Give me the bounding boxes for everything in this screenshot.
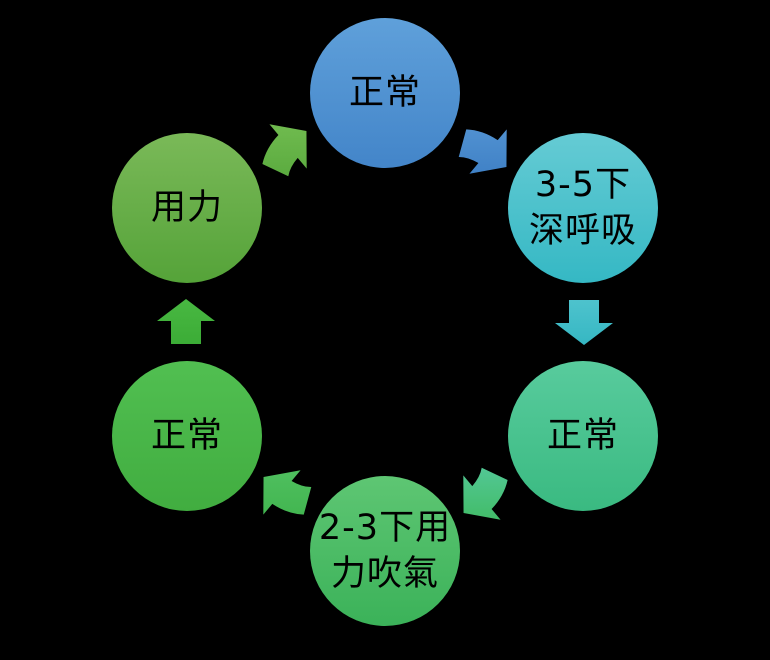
arrow-normal-to-deepbreath-icon bbox=[458, 129, 507, 174]
arrow-blowair-to-normal-icon bbox=[263, 470, 312, 515]
arrow-normal-to-blowair-icon bbox=[463, 467, 508, 520]
arrow-deepbreath-to-normal-icon bbox=[555, 300, 613, 345]
cycle-node-exert-force: 用力 bbox=[112, 133, 262, 283]
cycle-node-deep-breath-label: 3-5下 深呼吸 bbox=[528, 164, 637, 251]
cycle-node-blow-air: 2-3下用 力吹氣 bbox=[310, 476, 460, 626]
cycle-node-normal-left-label: 正常 bbox=[150, 415, 223, 456]
cycle-node-normal-left: 正常 bbox=[112, 361, 262, 511]
cycle-node-normal-right-label: 正常 bbox=[546, 415, 619, 456]
cycle-node-exert-force-label: 用力 bbox=[150, 187, 223, 228]
cycle-node-normal-top: 正常 bbox=[310, 18, 460, 168]
cycle-node-normal-right: 正常 bbox=[508, 361, 658, 511]
arrow-force-to-normal-icon bbox=[262, 124, 307, 177]
cycle-node-normal-top-label: 正常 bbox=[348, 72, 421, 113]
cycle-node-deep-breath: 3-5下 深呼吸 bbox=[508, 133, 658, 283]
cycle-node-blow-air-label: 2-3下用 力吹氣 bbox=[318, 507, 452, 594]
arrow-normal-to-force-icon bbox=[157, 299, 215, 344]
